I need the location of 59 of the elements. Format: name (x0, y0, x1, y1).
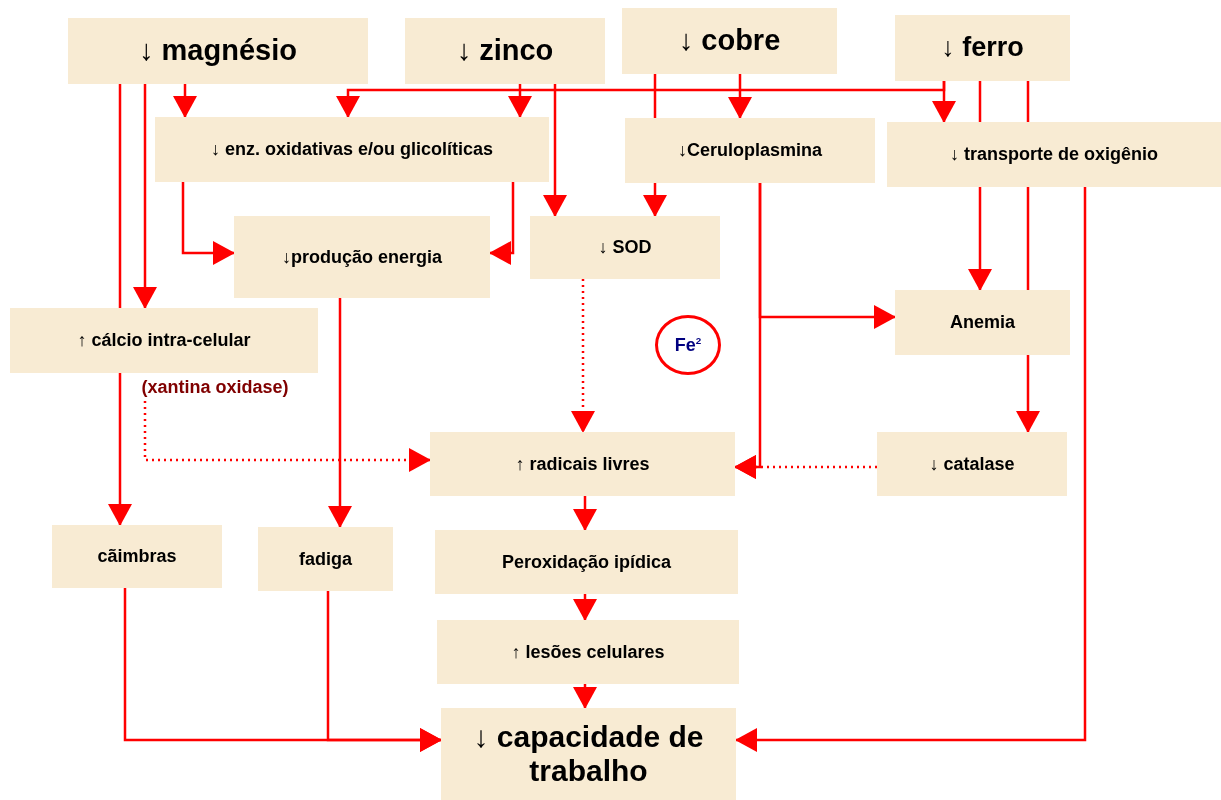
node-text: Anemia (950, 312, 1015, 333)
effect-box (10, 308, 318, 373)
effect-box (877, 432, 1067, 496)
node-text: ↑ lesões celulares (511, 641, 665, 663)
node-text: ↓ zinco (456, 34, 554, 68)
effect-box (437, 620, 739, 684)
node-text: ↓ SOD (598, 237, 652, 258)
dotted-arrow (143, 401, 431, 472)
effect-box (52, 525, 222, 588)
arrow (932, 81, 956, 123)
effect-box (430, 432, 735, 496)
nutrient-box (68, 18, 368, 84)
arrow (181, 182, 235, 265)
nutrient-box (405, 18, 605, 84)
arrow (573, 594, 597, 621)
node-text: ↓produção energia (282, 246, 442, 268)
node-text: ↓ cobre (678, 24, 781, 58)
arrow (173, 84, 197, 118)
arrow (489, 182, 515, 265)
node-text: (xantina oxidase) (141, 376, 289, 398)
node-text: Fe$^{2}$ (674, 334, 702, 356)
effect-box (234, 216, 490, 298)
arrow (573, 684, 597, 709)
node-text: Peroxidação ipídica (501, 551, 672, 573)
effect-box (435, 530, 738, 594)
nutrient-box (622, 8, 837, 74)
node-text: ↓ enz. oxidativas e/ou glicolíticas (210, 139, 494, 160)
arrow (735, 187, 1087, 752)
dotted-arrow (571, 279, 595, 433)
effect-box (258, 527, 393, 591)
node-text: ↓ magnésio (139, 34, 297, 68)
node-text: cãimbras (97, 546, 177, 567)
arrow (133, 84, 157, 309)
arrow (728, 74, 752, 119)
arrow (573, 496, 597, 531)
arrow (543, 84, 567, 217)
arrow (326, 591, 442, 752)
node-text: fadiga (299, 548, 352, 570)
effect-box (895, 290, 1070, 355)
node-text: ↓ ferro (941, 32, 1024, 64)
outcome-box (441, 708, 736, 800)
node-text: ↑ cálcio intra-celular (77, 330, 251, 351)
arrow (508, 84, 532, 118)
effect-box (530, 216, 720, 279)
effect-box (155, 117, 549, 182)
arrow (328, 298, 352, 528)
dotted-arrow (734, 455, 877, 479)
effect-box (887, 122, 1221, 187)
node-text: ↑ radicais livres (515, 453, 650, 475)
effect-box (625, 118, 875, 183)
arrow (108, 373, 132, 526)
arrow (643, 183, 667, 217)
node-text: ↓ capacidade de trabalho (472, 719, 705, 789)
node-text: ↓ catalase (929, 453, 1015, 475)
node-text: ↓ transporte de oxigênio (950, 144, 1158, 165)
arrow (1016, 355, 1040, 433)
arrow (968, 187, 992, 291)
node-text: ↓Ceruloplasmina (677, 140, 822, 161)
nutrient-box (895, 15, 1070, 81)
